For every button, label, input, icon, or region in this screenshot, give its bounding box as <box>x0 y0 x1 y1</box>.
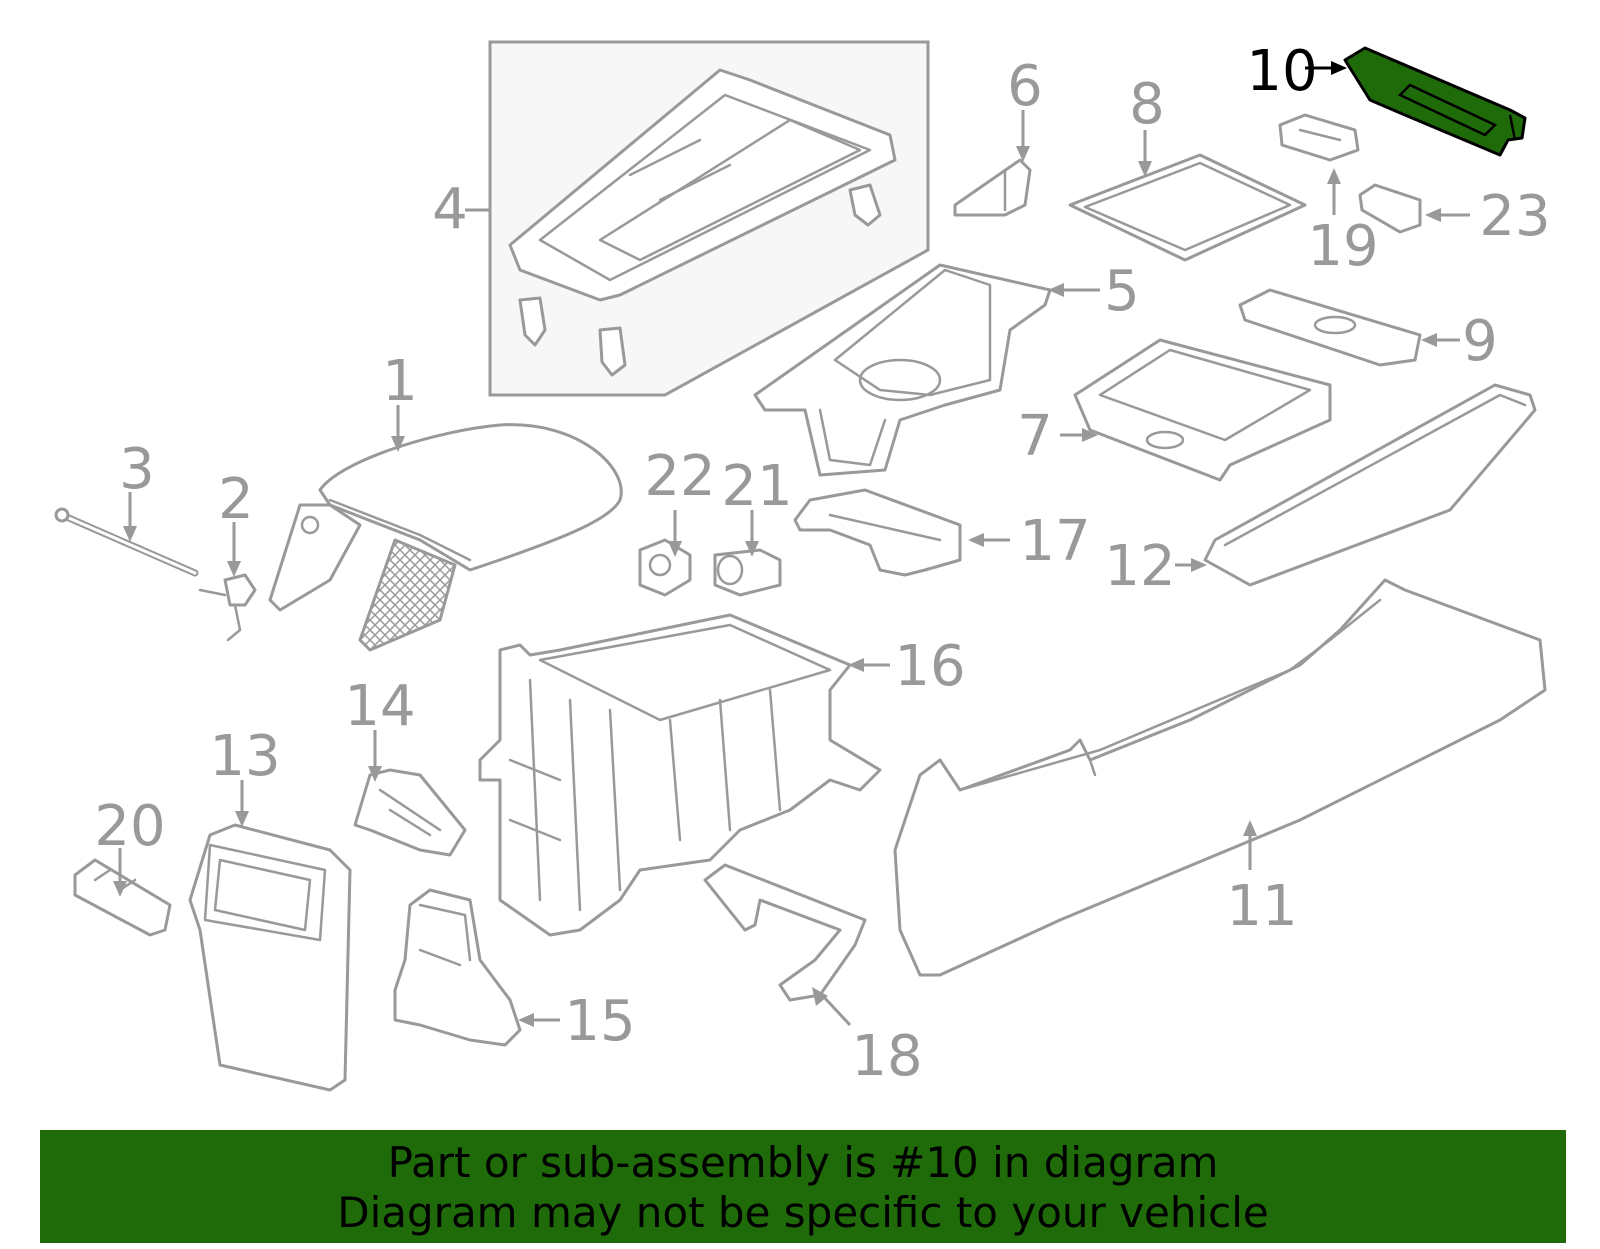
part-9-base-plate <box>1238 288 1422 367</box>
callout-21: 21 <box>721 454 792 519</box>
part-14-switch-bracket <box>353 768 467 857</box>
part-1-armrest <box>268 423 623 652</box>
info-banner: Part or sub-assembly is #10 in diagram D… <box>40 1130 1566 1243</box>
part-13-rear-vent-panel <box>188 823 352 1092</box>
callout-22: 22 <box>644 444 715 509</box>
part-18-bracket <box>703 863 867 1002</box>
leader-lines <box>113 61 1470 1027</box>
callout-17: 17 <box>1019 509 1090 574</box>
part-11-side-console-panel <box>893 578 1547 977</box>
part-6-trim-piece <box>953 158 1032 217</box>
part-3-rod <box>54 507 199 577</box>
callout-12: 12 <box>1104 534 1175 599</box>
callout-8: 8 <box>1129 72 1165 137</box>
callout-1: 1 <box>382 349 418 414</box>
callout-11: 11 <box>1226 874 1297 939</box>
callout-23: 23 <box>1479 184 1550 249</box>
callout-13: 13 <box>209 724 280 789</box>
part-15-duct <box>393 888 522 1047</box>
part-10-highlighted-trim <box>1343 46 1527 157</box>
part-19-switch <box>1278 113 1360 162</box>
callout-18: 18 <box>851 1024 922 1089</box>
banner-line-2: Diagram may not be specific to your vehi… <box>337 1188 1269 1237</box>
callout-5: 5 <box>1104 259 1140 324</box>
part-4-shift-panel <box>488 40 930 397</box>
callout-labels: 1 2 3 4 5 6 7 8 9 10 11 12 13 14 15 16 1… <box>94 39 1550 1089</box>
part-8-mat <box>1068 153 1307 262</box>
part-20-switch-unit <box>73 858 172 937</box>
callout-2: 2 <box>218 467 254 532</box>
part-16-console-body <box>478 613 882 937</box>
part-21-usb-port <box>713 548 782 597</box>
callout-9: 9 <box>1462 309 1498 374</box>
parts-diagram: 1 2 3 4 5 6 7 8 9 10 11 12 13 14 15 16 1… <box>54 39 1551 1092</box>
callout-10: 10 <box>1246 39 1317 104</box>
callout-7: 7 <box>1017 404 1053 469</box>
callout-15: 15 <box>564 989 635 1054</box>
callout-19: 19 <box>1307 214 1378 279</box>
part-17-bracket <box>793 488 962 577</box>
banner-line-1: Part or sub-assembly is #10 in diagram <box>387 1138 1219 1187</box>
callout-14: 14 <box>344 674 415 739</box>
part-7-storage-bin <box>1073 338 1332 482</box>
callout-20: 20 <box>94 794 165 859</box>
callout-6: 6 <box>1007 54 1043 119</box>
part-12-side-trim <box>1203 383 1537 587</box>
part-22-socket <box>638 538 692 597</box>
part-2-clip <box>198 573 257 642</box>
part-23-connector <box>1358 183 1422 234</box>
callout-3: 3 <box>119 437 155 502</box>
callout-16: 16 <box>894 634 965 699</box>
callout-4: 4 <box>432 177 468 242</box>
